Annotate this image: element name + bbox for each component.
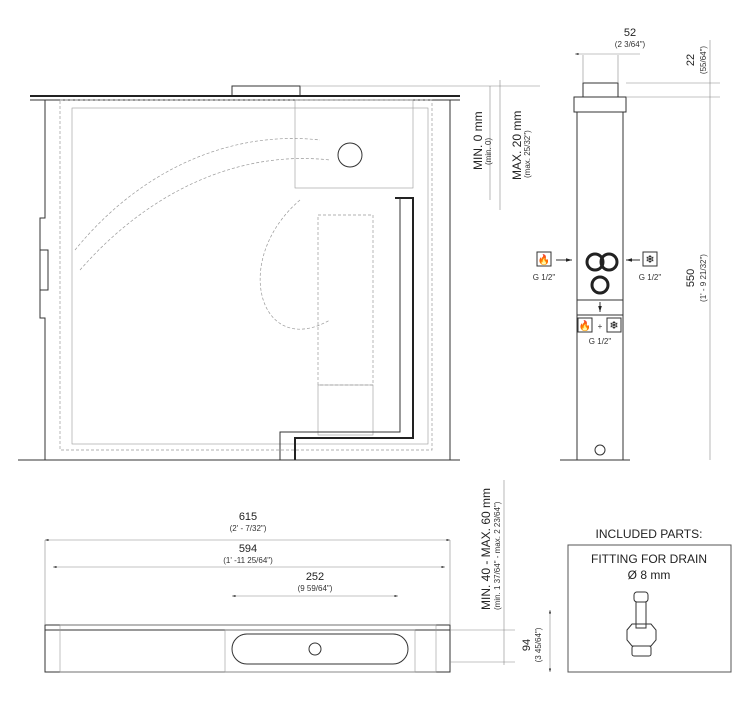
plan-height-sub: (3 45/64") [534, 627, 543, 662]
fitting-size: Ø 8 mm [628, 568, 671, 582]
fitting-name: FITTING FOR DRAIN [591, 552, 707, 566]
min-depth-sub: (min. 0) [484, 138, 493, 165]
mounting-depth-label: MIN. 40 - MAX. 60 mm [479, 488, 493, 610]
cap-height-sub: (55/64") [699, 46, 708, 75]
plus-sign: + [598, 322, 603, 331]
overall-width-sub: (2' - 7/32") [230, 524, 267, 533]
cold-inlet-port [599, 252, 619, 272]
inner-width-label: 594 [239, 543, 257, 555]
inner-width-sub: (1' -11 25/64") [223, 556, 273, 565]
included-parts-heading: INCLUDED PARTS: [596, 527, 703, 541]
mounting-depth-sub: (min. 1 37/64" - max. 2 23/64") [493, 501, 502, 610]
min-depth-label: MIN. 0 mm [471, 111, 485, 170]
flame-icon [577, 317, 593, 333]
hot-inlet-port [585, 252, 605, 272]
cap-height-label: 22 [685, 54, 697, 66]
snowflake-icon [606, 317, 622, 333]
front-view: MIN. 0 mm (min. 0) MAX. 20 mm (max. 25/3… [18, 80, 540, 461]
max-depth-sub: (max. 25/32") [523, 130, 532, 178]
cover-width-sub: (9 59/64") [298, 584, 333, 593]
cold-inlet-label: G 1/2" [639, 273, 662, 282]
side-height-sub: (1' - 9 21/32") [699, 254, 708, 302]
drain-port [594, 444, 606, 456]
overall-width-label: 615 [239, 511, 257, 523]
drain-fitting-illustration [626, 591, 657, 657]
side-view: 🔥 G 1/2" ❄ G 1/2" 🔥 + ❄ G 1/2" 52 (2 3/6… [533, 27, 720, 461]
plan-height-label: 94 [521, 639, 533, 651]
outlet-label: G 1/2" [589, 337, 612, 346]
side-width-sub: (2 3/64") [615, 40, 646, 49]
svg-text:🔥: 🔥 [579, 319, 591, 332]
plan-view: 615 (2' - 7/32") 594 (1' -11 25/64") 252… [44, 480, 552, 673]
included-parts: INCLUDED PARTS: FITTING FOR DRAIN Ø 8 mm [567, 527, 732, 673]
svg-text:❄: ❄ [609, 320, 618, 332]
side-height-label: 550 [685, 269, 697, 287]
flame-icon [536, 251, 552, 267]
hot-inlet-label: G 1/2" [533, 273, 556, 282]
snowflake-icon [642, 251, 658, 267]
svg-text:🔥: 🔥 [538, 253, 550, 266]
outlet-port [590, 275, 610, 295]
max-depth-label: MAX. 20 mm [510, 111, 524, 180]
side-width-label: 52 [624, 27, 636, 39]
cover-width-label: 252 [306, 571, 324, 583]
svg-text:❄: ❄ [645, 254, 654, 266]
